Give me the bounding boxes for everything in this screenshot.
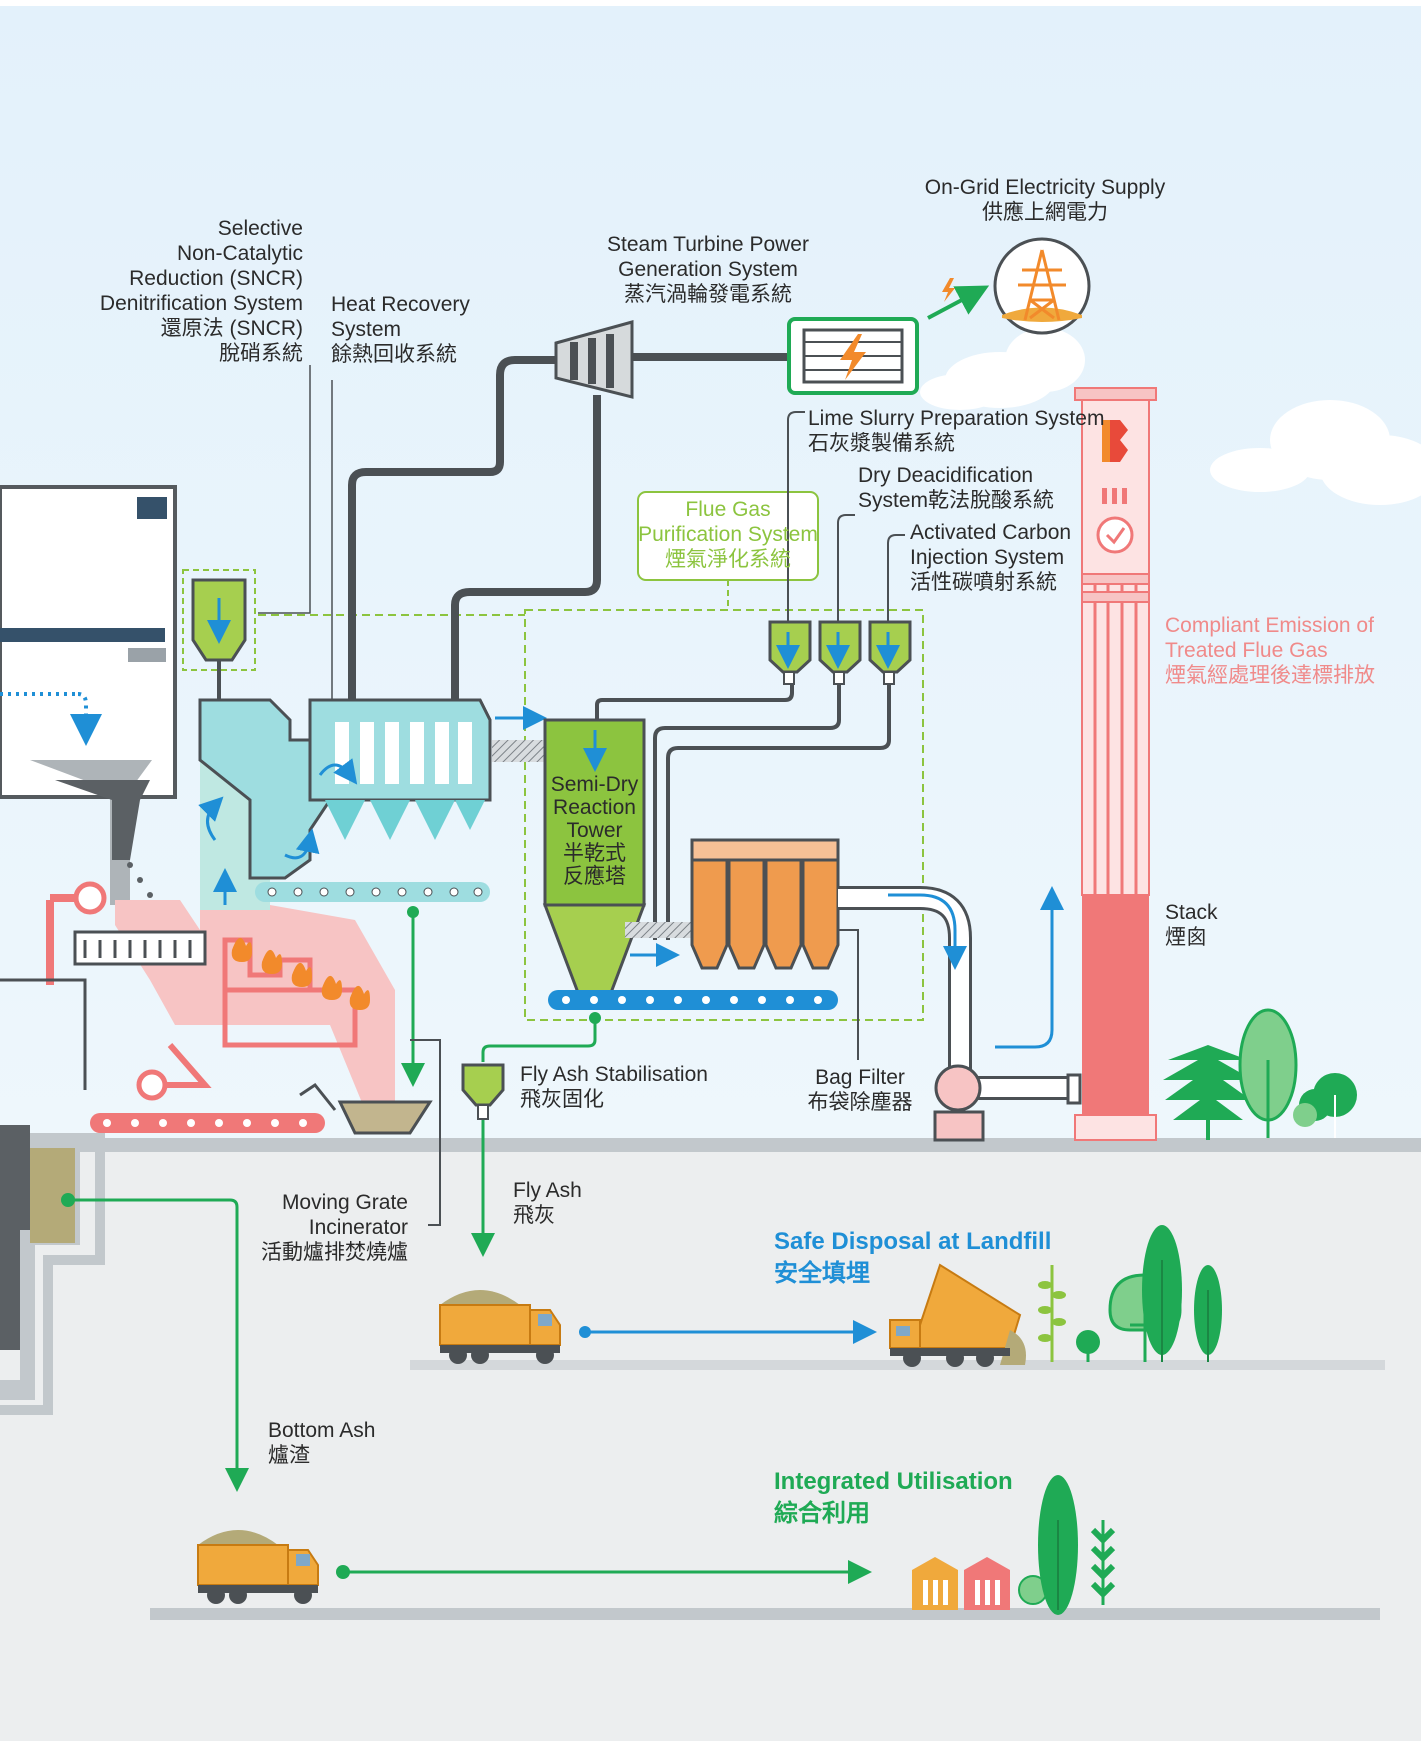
heat-recovery-boiler [198,698,492,902]
small-lightning-icon [942,278,955,302]
truck-icon-fly-ash [439,1290,561,1364]
bag-filter [690,838,859,1060]
generator [787,317,919,395]
lightning-icon [840,334,866,380]
ash-flow-lines [61,906,601,1492]
injection-hoppers [653,411,912,940]
semi-dry-reaction-tower [542,650,794,1007]
truck-icon-dump [889,1263,1026,1367]
truck-icon-bottom-ash [197,1530,319,1604]
brand-logo-icon [1102,420,1128,462]
cloud-right [1210,400,1421,505]
ground-background [0,1142,1421,1741]
landfill-road [410,1360,1385,1370]
factory-icon-group [912,1475,1116,1615]
utilisation-road [150,1608,1380,1620]
flue-gas-purification-label-box [637,491,819,581]
grid-connection [927,237,1091,335]
steam-turbine [554,320,634,399]
clock-icon [1096,516,1134,554]
clean-gas-duct [838,886,1082,1142]
transmission-tower-icon [1018,249,1066,321]
sncr-hopper [182,569,525,700]
purification-conveyor [548,990,838,1010]
purification-boundary [524,609,924,1021]
stack [1074,387,1157,1141]
white-corner [0,0,1421,6]
ground-line [0,1138,1421,1152]
steam-pipes [348,353,790,700]
cloud-left [920,328,1085,410]
leader-lines [258,365,333,700]
tree-icon-group-surface [1163,1008,1357,1140]
flame-icons [231,937,370,1010]
fly-ash-stabilisation-hopper [461,1063,505,1120]
tree-icon-group-landfill [1038,1225,1222,1362]
waste-bunker-building [0,485,177,905]
